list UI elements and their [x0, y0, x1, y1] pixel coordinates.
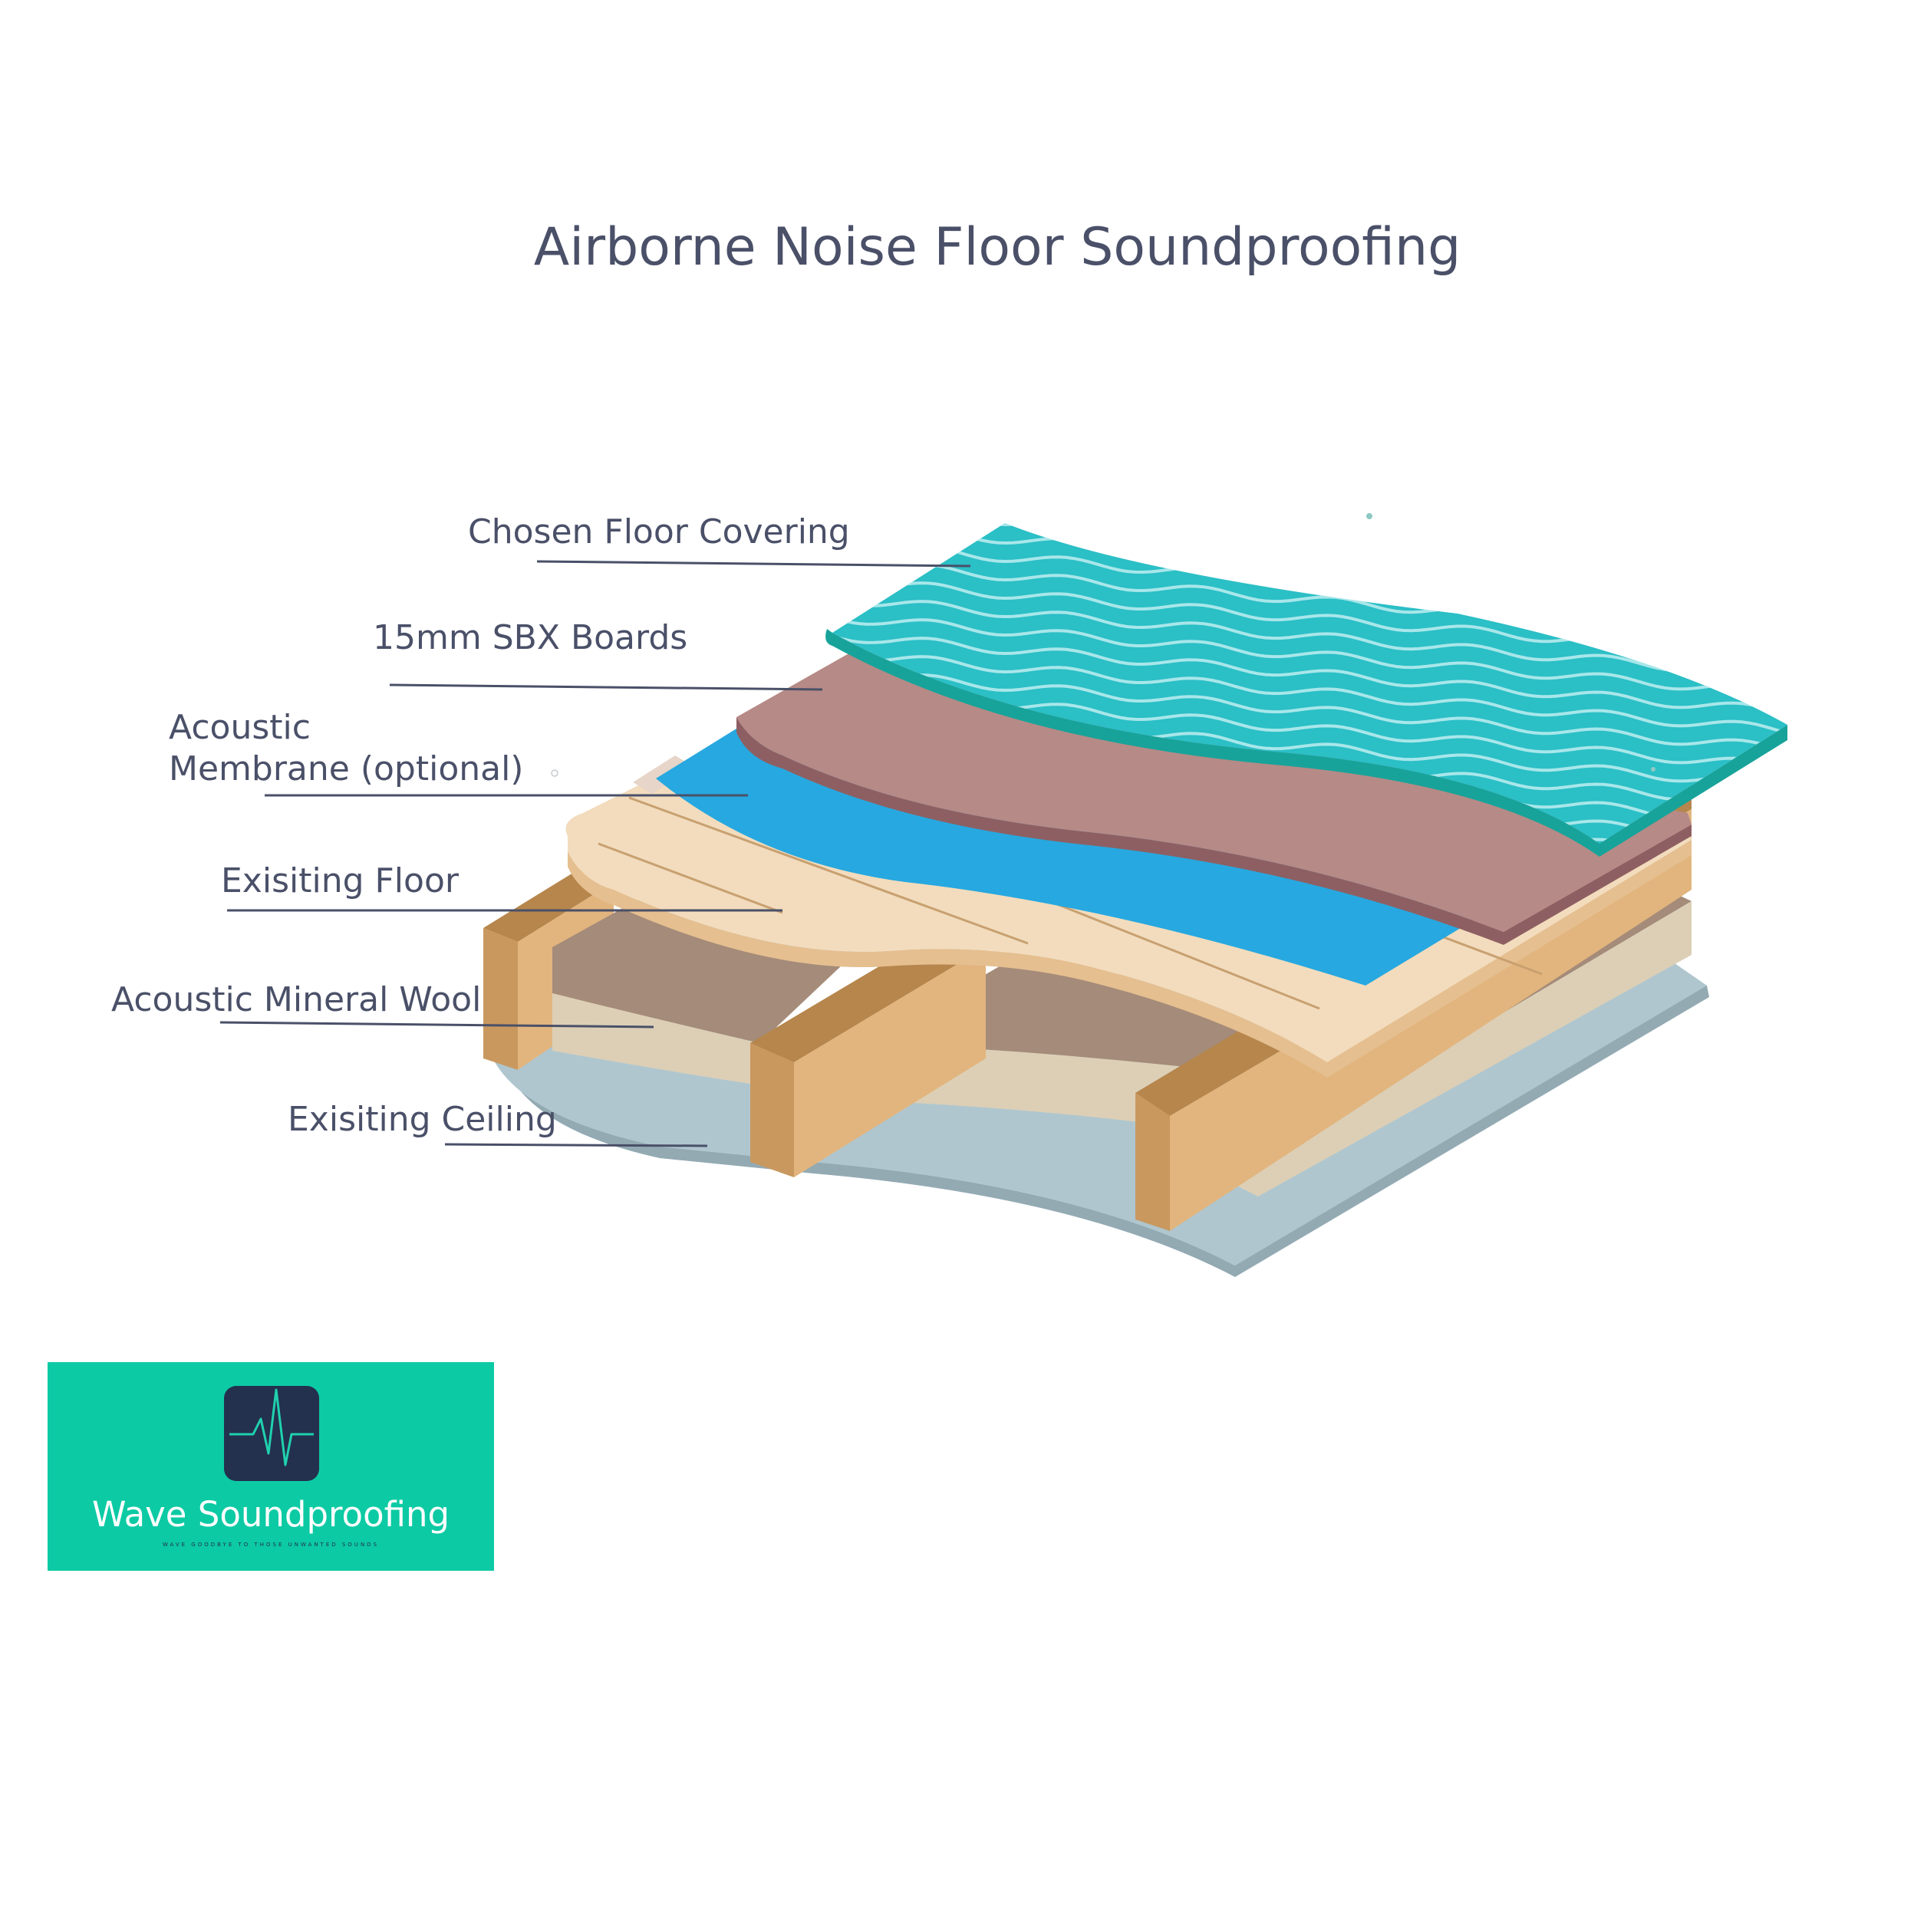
wool-left-face	[552, 993, 759, 1085]
label-membrane-line2: Membrane (optional)	[169, 749, 523, 788]
covering-top	[832, 523, 1787, 844]
leader-existing-ceiling	[444, 1143, 708, 1147]
wool-right-face	[1220, 901, 1692, 1196]
decorative-dot	[1651, 767, 1655, 772]
joist-right-face	[1135, 1093, 1170, 1231]
label-mineral-wool: Acoustic Mineral Wool	[111, 980, 481, 1019]
joist-left-face	[483, 928, 518, 1070]
leader-floor-covering	[536, 560, 971, 568]
decorative-dot	[1366, 513, 1372, 519]
label-membrane-line1: Acoustic	[169, 708, 311, 747]
leader-sbx-boards	[389, 683, 823, 691]
callout-floor-covering: Chosen Floor Covering	[468, 512, 971, 568]
logo-tagline: WAVE GOODBYE TO THOSE UNWANTED SOUNDS	[163, 1542, 379, 1548]
covering-wave-stripe	[832, 634, 1787, 720]
floorboards-edge	[568, 840, 1692, 1078]
label-floor-covering: Chosen Floor Covering	[468, 512, 850, 551]
decorative-dot	[551, 769, 558, 777]
logo-name: Wave Soundproofing	[92, 1494, 450, 1535]
callout-existing-floor: Exisiting Floor	[221, 861, 782, 912]
leader-mineral-wool	[219, 1021, 654, 1029]
floorboard-joint	[628, 796, 1029, 945]
diagram-title: Airborne Noise Floor Soundproofing	[534, 217, 1461, 278]
covering-wave-stripe	[832, 652, 1787, 739]
label-sbx-boards: 15mm SBX Boards	[373, 618, 687, 657]
joist-middle-side	[794, 947, 986, 1177]
label-existing-floor: Exisiting Floor	[221, 861, 460, 900]
label-existing-ceiling: Exisiting Ceiling	[288, 1100, 557, 1139]
covering-wave-stripe	[832, 597, 1787, 683]
sound-wave-icon-line	[229, 1388, 314, 1466]
covering-wave-stripe	[832, 615, 1787, 702]
covering-wave-stripe	[832, 670, 1787, 757]
floorboard-joint	[598, 842, 783, 914]
callout-existing-ceiling: Exisiting Ceiling	[288, 1100, 708, 1147]
sbx-boards-layer	[736, 652, 1692, 945]
callout-mineral-wool: Acoustic Mineral Wool	[111, 980, 654, 1029]
callout-sbx-boards: 15mm SBX Boards	[373, 618, 823, 691]
sbx-top	[736, 652, 1692, 932]
brand-logo: Wave Soundproofing WAVE GOODBYE TO THOSE…	[48, 1362, 494, 1571]
callout-acoustic-membrane: Acoustic Membrane (optional)	[169, 708, 748, 797]
joist-middle-face	[750, 1043, 794, 1177]
